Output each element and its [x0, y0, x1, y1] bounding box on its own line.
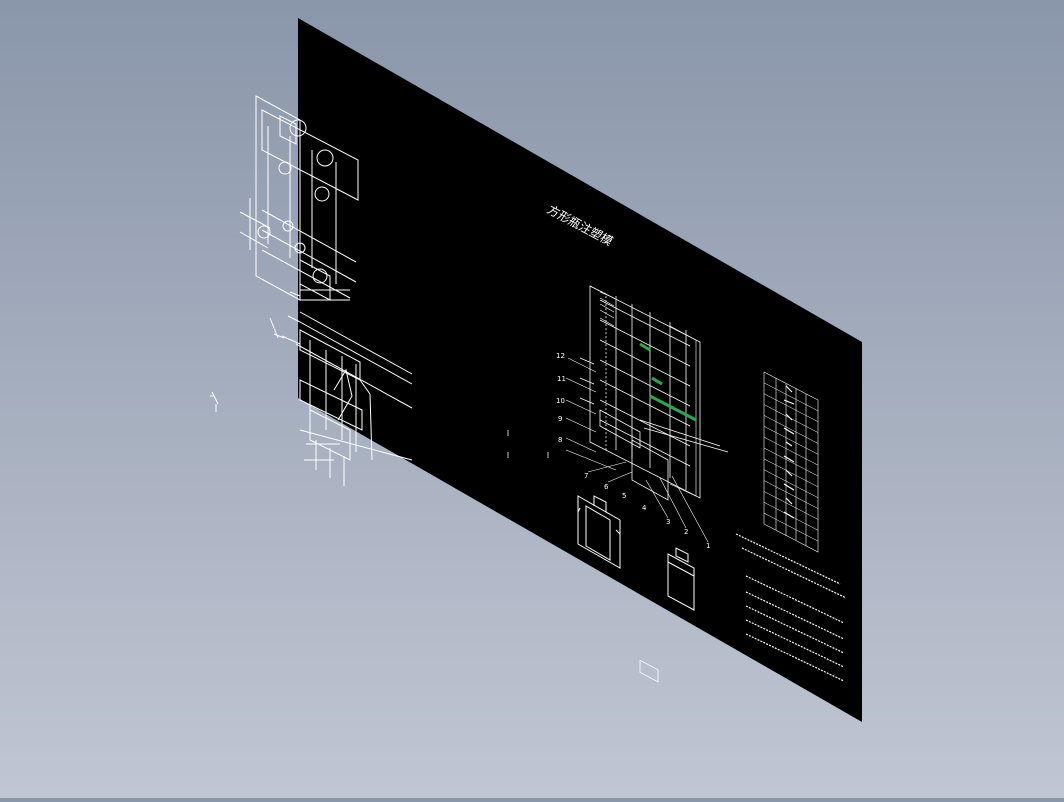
- table-row-line: [763, 393, 819, 422]
- balloon-12: 12: [556, 352, 565, 360]
- technical-notes: [735, 533, 847, 682]
- table-row-line: [763, 469, 819, 498]
- balloon-leaders-bottom: [587, 461, 709, 543]
- side-view-lower: [210, 291, 413, 486]
- table-row-line: [763, 382, 819, 412]
- notes-line: [741, 547, 847, 599]
- balloon-9: 9: [558, 415, 562, 423]
- notes-line: [735, 533, 841, 585]
- balloon-7: 7: [584, 472, 588, 480]
- balloon-1: 1: [706, 542, 710, 550]
- mold-cooling-channels: [639, 342, 697, 422]
- balloon-4: 4: [642, 504, 647, 512]
- table-row-line: [763, 491, 819, 520]
- balloon-8: 8: [558, 436, 562, 444]
- balloon-2: 2: [684, 528, 688, 536]
- balloon-3: 3: [666, 518, 670, 526]
- bottle-view-left: [577, 495, 621, 569]
- table-row-line: [763, 436, 819, 466]
- notes-line: [745, 575, 845, 624]
- mold-assembly-section: [579, 285, 729, 683]
- bottle-view-right: [667, 547, 695, 611]
- table-row-line: [763, 415, 819, 444]
- balloon-labels-bottom: 3 2 1: [666, 518, 710, 550]
- balloon-6: 6: [604, 483, 609, 491]
- notes-line: [745, 605, 845, 654]
- table-row-line: [763, 426, 819, 455]
- notes-line: [745, 591, 845, 640]
- balloon-10: 10: [556, 397, 565, 405]
- table-row-line: [763, 458, 819, 488]
- section-marks: [507, 430, 549, 458]
- balloon-labels-left: 12 11 10 9 8 7 6 5 4: [556, 352, 647, 512]
- table-row-line: [763, 447, 819, 477]
- balloon-11: 11: [557, 375, 566, 383]
- table-row-line: [763, 512, 819, 542]
- side-view-upper: [239, 95, 359, 301]
- table-row-line: [763, 480, 819, 509]
- notes-line: [745, 633, 845, 682]
- notes-line: [745, 619, 845, 668]
- parts-list-entries: [783, 385, 795, 519]
- balloon-5: 5: [622, 492, 626, 500]
- drawing-sheet[interactable]: [298, 18, 862, 722]
